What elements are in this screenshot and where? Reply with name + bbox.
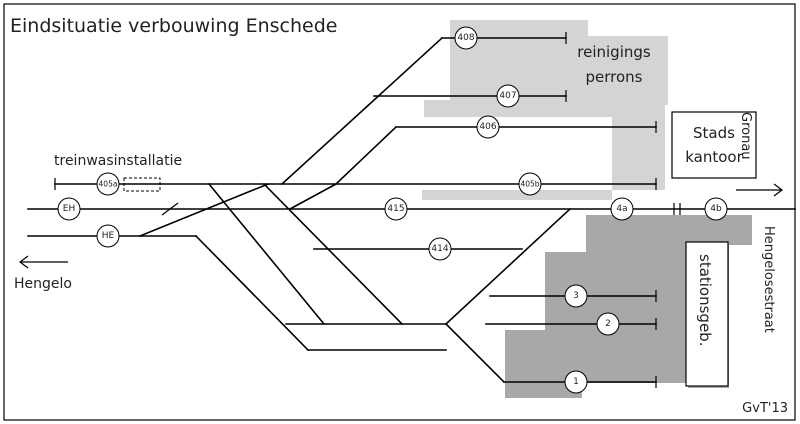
station-building-box [685, 241, 729, 387]
label-credit: GvT'13 [742, 401, 788, 416]
label-cleaning-platforms-2: perrons [586, 68, 643, 86]
svg-text:405b: 405b [520, 180, 539, 189]
label-city-office-1: Stads [693, 124, 735, 142]
label-gronau: Gronau [738, 112, 753, 160]
track-405a-marker: 405a [96, 172, 120, 196]
label-hengelo: Hengelo [14, 276, 72, 292]
arrow-gronau-head [773, 183, 783, 197]
city-office-box [671, 111, 757, 179]
track-2-marker: 2 [596, 312, 620, 336]
label-city-office-2: kantoor [685, 148, 743, 166]
svg-text:415: 415 [387, 204, 404, 214]
track-408-marker: 408 [454, 26, 478, 50]
track-he-marker: HE [96, 224, 120, 248]
track-1-marker: 1 [564, 370, 588, 394]
track-405b-marker: 405b [518, 172, 542, 196]
track-1-diagonal [444, 322, 506, 384]
svg-text:405a: 405a [99, 180, 118, 189]
crossover-diagonal-1 [138, 182, 270, 238]
svg-text:408: 408 [457, 33, 474, 43]
tracks [27, 32, 796, 388]
svg-text:4b: 4b [710, 204, 722, 214]
track-4a-diagonal [444, 207, 572, 326]
track-408-diagonal [280, 36, 444, 186]
svg-text:414: 414 [431, 244, 448, 254]
arrow-hengelo-head [19, 255, 29, 269]
label-hengelosestraat: Hengelosestraat [761, 226, 776, 333]
track-406-diagonal [334, 125, 398, 186]
track-eh-marker: EH [57, 197, 81, 221]
svg-text:407: 407 [499, 91, 516, 101]
svg-text:2: 2 [605, 319, 611, 329]
track-406-marker: 406 [476, 115, 500, 139]
track-3-marker: 3 [564, 284, 588, 308]
track-414-marker: 414 [428, 237, 452, 261]
track-4b-marker: 4b [704, 197, 728, 221]
svg-text:406: 406 [479, 122, 496, 132]
svg-text:EH: EH [63, 204, 75, 214]
label-station-building: stationsgeb. [696, 254, 714, 346]
direction-arrows [19, 183, 783, 269]
label-wash-installation: treinwasinstallatie [54, 153, 182, 169]
svg-text:HE: HE [102, 231, 115, 241]
track-407-marker: 407 [496, 84, 520, 108]
svg-text:4a: 4a [616, 204, 627, 214]
diagram-title: Eindsituatie verbouwing Enschede [10, 15, 337, 37]
track-4a-marker: 4a [610, 197, 634, 221]
track-415-marker: 415 [384, 197, 408, 221]
crossover-diagonal-3 [262, 182, 404, 326]
cleaning-platform-area [422, 20, 668, 200]
eh-switch-mark [161, 202, 179, 216]
diagram-frame [3, 3, 796, 421]
svg-text:3: 3 [573, 291, 579, 301]
svg-text:1: 1 [573, 377, 579, 387]
label-cleaning-platforms-1: reinigings [577, 43, 651, 61]
crossover-diagonal-4 [288, 182, 338, 211]
crossover-diagonal-2 [207, 182, 326, 326]
he-track-curve [194, 234, 310, 352]
track-number-markers: 408 407 406 405a 405b EH HE 415 [57, 26, 728, 394]
